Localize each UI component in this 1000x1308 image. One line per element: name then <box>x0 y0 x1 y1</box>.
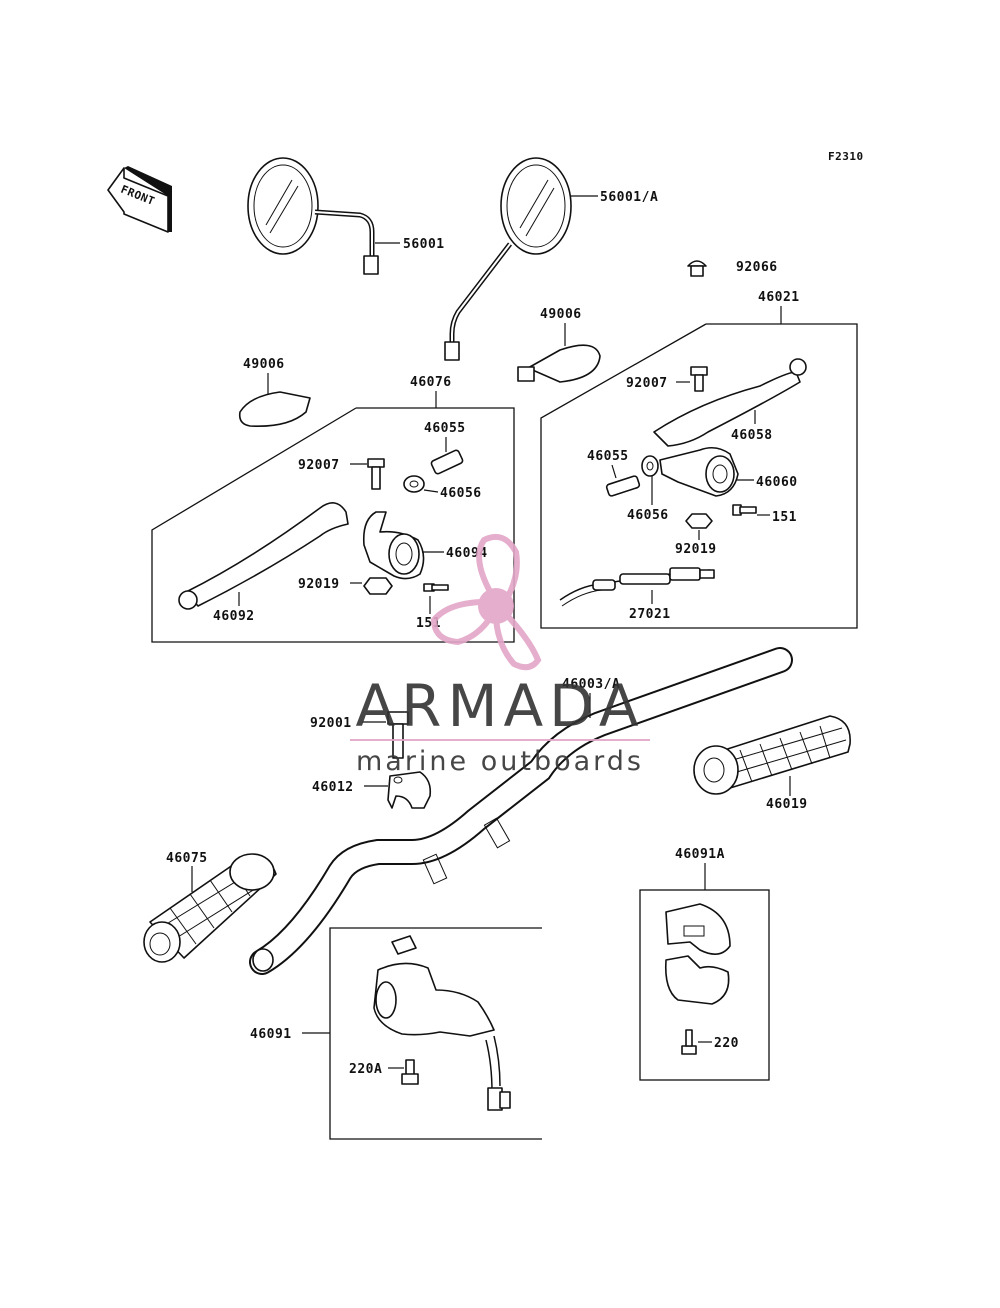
bolt-151-right <box>732 504 757 516</box>
label-92019-left: 92019 <box>298 577 340 592</box>
screw-220a <box>401 1059 419 1085</box>
nut-92019-left <box>363 577 393 595</box>
propeller-hub <box>478 588 514 624</box>
label-46091a: 46091A <box>675 847 725 862</box>
label-46055-left: 46055 <box>424 421 466 436</box>
label-92066: 92066 <box>736 260 778 275</box>
adjuster-46055-left <box>430 449 464 475</box>
label-56001a: 56001/A <box>600 190 658 205</box>
label-92019-right: 92019 <box>675 542 717 557</box>
label-46019: 46019 <box>766 797 808 812</box>
bolt-151-left <box>423 583 449 592</box>
cap-92066 <box>687 260 707 277</box>
watermark-brand: ARMADA <box>355 672 644 740</box>
throttle-grip-46019 <box>693 715 851 795</box>
switch-wire-27021 <box>559 567 715 607</box>
label-46076: 46076 <box>410 375 452 390</box>
box-46091 <box>329 927 542 1140</box>
label-220: 220 <box>714 1036 739 1051</box>
label-46056-right: 46056 <box>627 508 669 523</box>
propeller-icon <box>430 534 542 671</box>
lever-holder-46094 <box>362 511 425 580</box>
label-46055-right: 46055 <box>587 449 629 464</box>
label-49006-right: 49006 <box>540 307 582 322</box>
label-46056-left: 46056 <box>440 486 482 501</box>
mirror-right <box>444 157 572 361</box>
label-46012: 46012 <box>312 780 354 795</box>
bar-end-weight-right <box>517 344 601 383</box>
label-46058: 46058 <box>731 428 773 443</box>
clutch-lever-46058 <box>653 358 807 447</box>
label-220a: 220A <box>349 1062 382 1077</box>
label-46060: 46060 <box>756 475 798 490</box>
front-arrow-icon: FRONT <box>107 166 172 233</box>
label-46091: 46091 <box>250 1027 292 1042</box>
watermark-tagline: marine outboards <box>356 746 644 777</box>
nut-46056-left <box>403 475 425 493</box>
nut-46056-right <box>641 455 659 477</box>
mirror-left <box>247 157 379 275</box>
label-46092: 46092 <box>213 609 255 624</box>
screw-220 <box>681 1029 697 1055</box>
label-46075: 46075 <box>166 851 208 866</box>
label-92007-left: 92007 <box>298 458 340 473</box>
label-92001: 92001 <box>310 716 352 731</box>
label-27021: 27021 <box>629 607 671 622</box>
label-92007-right: 92007 <box>626 376 668 391</box>
label-56001: 56001 <box>403 237 445 252</box>
bar-end-weight-left <box>238 391 311 428</box>
label-46021: 46021 <box>758 290 800 305</box>
label-151-right: 151 <box>772 510 797 525</box>
bolt-92007-left <box>367 458 385 490</box>
label-49006-left: 49006 <box>243 357 285 372</box>
label-46003a: 46003/A <box>562 677 620 692</box>
grip-46075 <box>143 853 277 963</box>
box-46091a <box>639 889 770 1081</box>
holder-46012 <box>387 771 432 809</box>
lever-holder-46060 <box>659 446 739 497</box>
adjuster-46055-right <box>605 475 641 497</box>
switch-housing-46091a <box>664 903 731 1005</box>
box-clutch-lever-assembly <box>540 323 858 629</box>
watermark-logo: ARMADA marine outboards <box>350 534 650 777</box>
box-brake-lever-assembly <box>151 407 515 643</box>
handlebar-46003a <box>249 647 793 975</box>
nut-92019-right <box>685 513 713 529</box>
switch-housing-46091 <box>373 935 511 1111</box>
figure-code: F2310 <box>828 150 864 163</box>
bolt-92007-right <box>690 366 708 392</box>
brake-lever-46092 <box>178 502 349 610</box>
